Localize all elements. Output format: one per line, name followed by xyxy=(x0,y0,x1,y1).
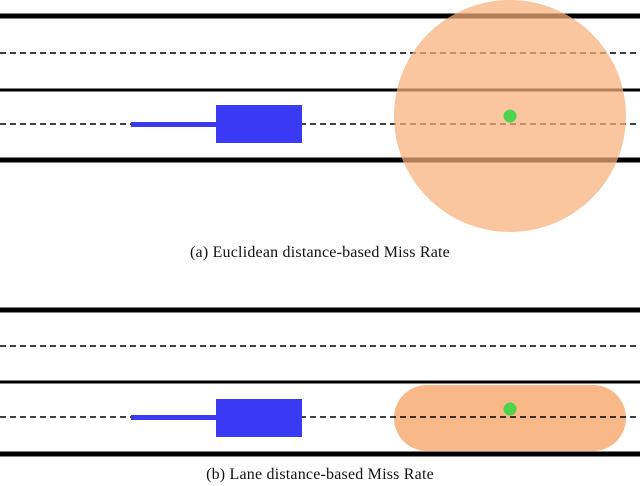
vehicle-icon xyxy=(216,105,302,143)
euclidean-diagram xyxy=(0,0,640,232)
vehicle-trajectory xyxy=(131,415,217,420)
ground-truth-point xyxy=(503,109,517,123)
caption-lane: (b) Lane distance-based Miss Rate xyxy=(206,466,434,483)
vehicle-trajectory xyxy=(131,122,217,127)
miss-region-stadium xyxy=(394,385,626,451)
lane-diagram xyxy=(0,307,640,457)
ground-truth-point xyxy=(503,402,517,416)
caption-euclidean: (a) Euclidean distance-based Miss Rate xyxy=(190,244,450,261)
panel-euclidean: (a) Euclidean distance-based Miss Rate xyxy=(0,0,640,261)
vehicle-icon xyxy=(216,399,302,437)
